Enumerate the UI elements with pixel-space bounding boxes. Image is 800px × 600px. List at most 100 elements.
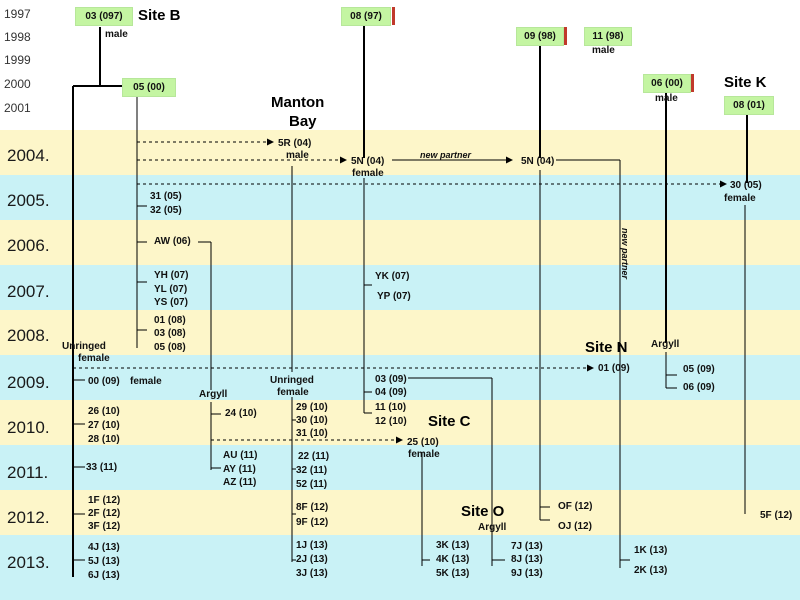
year-label: 2010. [7,418,50,437]
site-k-title: Site K [724,74,767,91]
note-female: female [408,449,440,460]
note-unringed: female [78,353,110,364]
year-label: 2009. [7,373,50,392]
chick-label: AU (11) [223,450,258,461]
note-argyll: Argyll [199,389,228,400]
founder-box-05: 05 (00) [122,78,176,97]
red-marker [564,27,567,45]
chick-label: YK (07) [375,271,410,282]
chick-label: 01 (09) [598,363,630,374]
chick-label: 3J (13) [296,568,328,579]
note-female: female [352,168,384,179]
chick-label: 9F (12) [296,517,329,528]
chick-label: OF (12) [558,501,593,512]
band-2013 [0,535,800,600]
chick-label: 5K (13) [436,568,470,579]
chick-label: 3F (12) [88,521,121,532]
year-label: 2008. [7,326,50,345]
bay-title: Bay [289,113,317,130]
year-label: 2005. [7,191,50,210]
year-label: 1997 [4,7,31,21]
founder-box-08a: 08 (97) [341,7,391,26]
year-label: 2011. [7,463,49,482]
note-unringed: female [277,387,309,398]
founder-box-08b: 08 (01) [724,96,774,115]
chick-label: 00 (09) [88,376,120,387]
note-unringed: Unringed [270,375,314,386]
band-2011 [0,445,800,490]
note-male: male [105,29,128,40]
chick-label: 52 (11) [296,479,328,490]
note-new-partner-vertical: new partner [620,228,630,280]
chick-label: YL (07) [154,284,188,295]
year-label: 1998 [4,30,31,44]
note-argyll: Argyll [478,522,507,533]
chick-label: 27 (10) [88,420,120,431]
chick-label: 30 (10) [296,415,328,426]
chick-label: 22 (11) [298,451,330,462]
founder-box-06: 06 (00) [643,74,691,93]
red-marker [691,74,694,92]
note-male: male [592,45,615,56]
chick-label: 1J (13) [296,540,328,551]
year-label: 2006. [7,236,50,255]
chick-label: 25 (10) [407,437,439,448]
site-c-title: Site C [428,413,471,430]
year-label: 2001 [4,101,31,115]
founder-box-11: 11 (98) [584,27,632,46]
year-label: 2000 [4,77,31,91]
founder-box-09: 09 (98) [516,27,564,46]
note-female: female [724,193,756,204]
chick-label: 4K (13) [436,554,470,565]
chick-label: 12 (10) [375,416,407,427]
note-new-partner: new partner [420,150,472,160]
chick-label: 31 (05) [150,191,182,202]
year-label: 1999 [4,53,31,67]
year-label: 2012. [7,508,50,527]
year-label: 2013. [7,553,50,572]
chick-label: 7J (13) [511,541,543,552]
chick-label: YS (07) [154,297,188,308]
manton-title: Manton [271,94,325,111]
chick-label: 29 (10) [296,402,328,413]
chick-label: 5N (04) [521,156,555,167]
year-label: 2007. [7,282,50,301]
chick-label: 8J (13) [511,554,543,565]
chick-label: 4J (13) [88,542,120,553]
red-marker [392,7,395,25]
chick-label: 5N (04) [351,156,385,167]
chick-label: YP (07) [377,291,411,302]
chick-label: 32 (11) [296,465,328,476]
chick-label: 33 (11) [86,462,118,473]
site-b-title: Site B [138,7,181,24]
chick-label: 2F (12) [88,508,121,519]
chick-label: 01 (08) [154,315,186,326]
site-n-title: Site N [585,339,628,356]
chick-label: 03 (08) [154,328,186,339]
chick-label: 3K (13) [436,540,470,551]
chick-label: 2J (13) [296,554,328,565]
band-2009 [0,355,800,400]
band-2012 [0,490,800,535]
chick-label: 11 (10) [375,402,407,413]
chick-label: 32 (05) [150,205,182,216]
chick-label: AW (06) [154,236,191,247]
chick-label: 06 (09) [683,382,715,393]
chick-label: 8F (12) [296,502,329,513]
note-argyll: Argyll [651,339,680,350]
chick-label: 5R (04) [278,138,312,149]
note-female: female [130,376,162,387]
founder-box-03: 03 (097) [75,7,133,26]
chick-label: AY (11) [223,464,256,475]
chick-label: 1K (13) [634,545,668,556]
chick-label: 1F (12) [88,495,121,506]
chick-label: 6J (13) [88,570,120,581]
year-label: 2004. [7,146,50,165]
chick-label: 5F (12) [760,510,793,521]
chick-label: 30 (05) [730,180,762,191]
chick-label: 9J (13) [511,568,543,579]
chick-label: 03 (09) [375,374,407,385]
chick-label: OJ (12) [558,521,592,532]
